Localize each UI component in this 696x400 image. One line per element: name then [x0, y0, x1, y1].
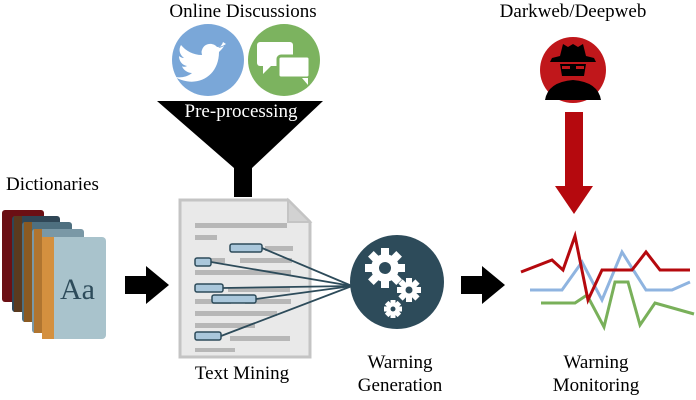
- arrow-gears-to-monitoring: [461, 266, 505, 304]
- warning-monitoring-line2: Monitoring: [552, 375, 640, 396]
- warning-generation-line2: Generation: [357, 375, 443, 396]
- arrow-books-to-document: [125, 266, 169, 304]
- preprocessing-label: Pre-processing: [184, 101, 298, 122]
- online-discussions-label: Online Discussions: [169, 1, 317, 22]
- preprocessing-funnel: [157, 101, 323, 197]
- chat-bubbles-icon: [248, 24, 320, 96]
- monitoring-chart: [520, 230, 695, 332]
- document-icon: [178, 197, 353, 359]
- twitter-bird-icon: [172, 24, 244, 96]
- darkweb-label: Darkweb/Deepweb: [499, 1, 647, 22]
- monitor-line-green: [541, 280, 695, 332]
- hacker-spy-icon: [540, 37, 606, 103]
- monitor-line-red: [520, 230, 690, 305]
- warning-generation-line1: Warning: [367, 352, 433, 373]
- monitor-line-blue: [530, 248, 691, 304]
- warning-monitoring-line1: Warning: [563, 352, 629, 373]
- darkweb-arrow: [555, 112, 593, 214]
- books-icon: [2, 210, 106, 339]
- dictionaries-label: Dictionaries: [6, 174, 99, 195]
- dictionary-glyph: Aa: [60, 273, 95, 306]
- text-mining-label: Text Mining: [194, 363, 290, 384]
- gears-icon: [350, 235, 444, 329]
